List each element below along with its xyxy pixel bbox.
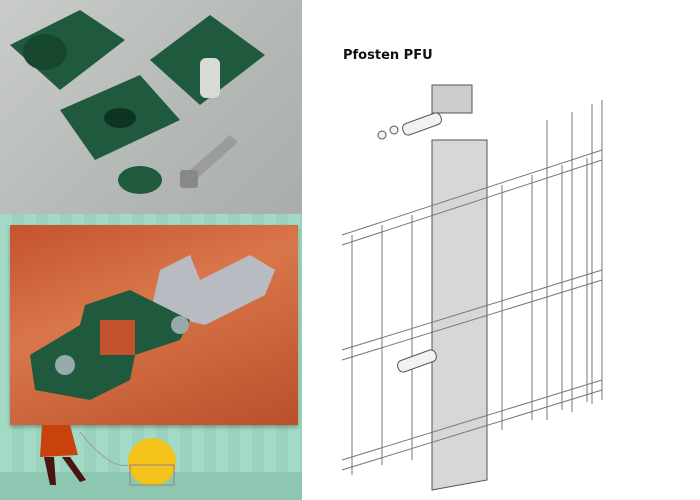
photo-metal-clamps — [10, 225, 298, 425]
fence-post-diagram-panel — [302, 0, 700, 500]
diagram-title: Pfosten PFU — [343, 48, 433, 63]
clamps-illustration — [10, 10, 265, 194]
photo-green-clamps — [0, 0, 302, 214]
fence-post-diagram — [341, 84, 603, 491]
brackets-illustration — [30, 255, 275, 400]
shopping-character-illustration — [40, 425, 176, 486]
